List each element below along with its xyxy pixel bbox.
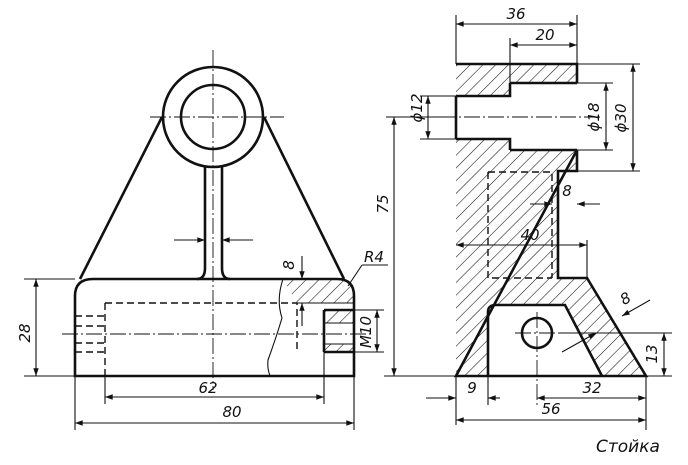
- dim-8-side-label: 8: [562, 182, 572, 200]
- dim8-chamfer-arrow-bottom: [561, 332, 597, 353]
- front-break-line: [267, 278, 284, 377]
- m10-label: M10: [357, 316, 375, 348]
- front-local-section-hatch: [283, 279, 354, 303]
- front-support-left-edge: [78, 116, 164, 280]
- front-hidden-hole-left: [75, 315, 105, 353]
- drawing-title: Стойка: [596, 437, 660, 457]
- front-support-right-edge: [262, 116, 346, 280]
- side-view: 36 20 ϕ12 ϕ18 ϕ30 75 8 40: [374, 5, 672, 430]
- dim-62-label: 62: [198, 379, 217, 397]
- dim-56-label: 56: [541, 400, 560, 418]
- side-lower-cavity: [486, 303, 604, 377]
- dim-36-label: 36: [506, 5, 525, 23]
- dim-32-label: 32: [582, 379, 601, 397]
- dim-phi30-label: ϕ30: [612, 104, 630, 133]
- dim-13-label: 13: [643, 344, 661, 363]
- front-threaded-hole: [322, 308, 354, 354]
- dim-75-label: 75: [374, 194, 392, 213]
- dim-8-front-label: 8: [280, 260, 298, 270]
- front-rib: [196, 167, 231, 281]
- dim-phi18-label: ϕ18: [585, 103, 603, 132]
- dim-9-label: 9: [467, 379, 477, 397]
- r4-leader: [347, 264, 363, 287]
- r4-label: R4: [364, 248, 384, 266]
- front-local-section-hatch-low: [324, 310, 354, 352]
- dim-28-label: 28: [16, 323, 34, 342]
- dim-phi12-label: ϕ12: [408, 94, 426, 123]
- front-view: 28 62 80 8 R4 M10: [16, 50, 388, 430]
- dim8-chamfer-arrow-top: [621, 299, 651, 317]
- dim-20-label: 20: [535, 26, 554, 44]
- dim-40-label: 40: [520, 226, 539, 244]
- dim-8-chamfer-label: 8: [617, 288, 634, 308]
- side-bore: [454, 81, 577, 152]
- dim-80-label: 80: [222, 403, 241, 421]
